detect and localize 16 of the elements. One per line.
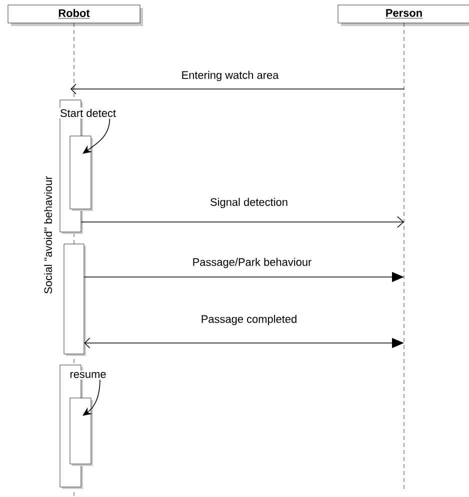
message-arrow (70, 84, 404, 94)
edge-label: Entering watch area (182, 70, 279, 82)
leader-arrow (82, 118, 110, 154)
edge-label: Passage/Park behaviour (193, 258, 312, 268)
edge-label: Passage completed (202, 314, 296, 326)
message-arrow (80, 216, 404, 228)
leader-arrow (82, 379, 100, 416)
note-label: Start detect (58, 107, 118, 119)
participant-box: Person (338, 4, 469, 24)
edge-label: Signal detection (210, 198, 288, 208)
note-label: resume (68, 370, 108, 380)
activation-bar (70, 136, 92, 210)
rotated-label: Social "avoid" behaviour (44, 176, 52, 294)
participant-box: Robot (8, 4, 140, 24)
activation-bar (70, 398, 92, 464)
activation-bar (64, 244, 84, 354)
